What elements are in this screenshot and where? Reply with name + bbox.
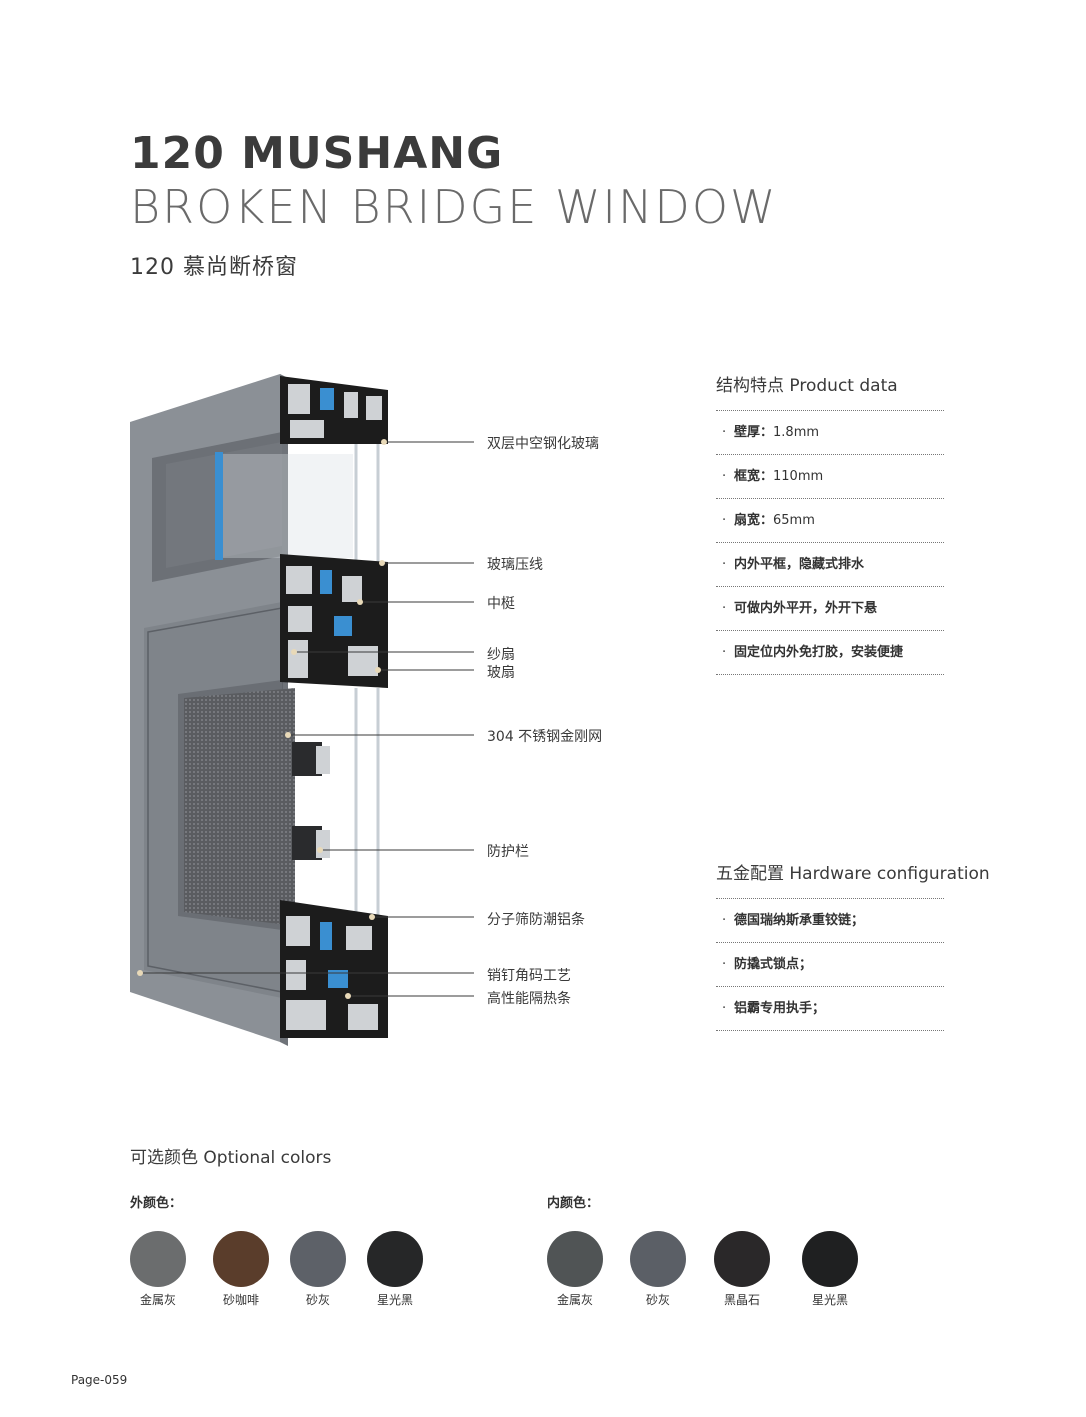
inner-swatch-label: 砂灰 bbox=[645, 1293, 670, 1307]
inner-swatch-sand-gray bbox=[630, 1231, 686, 1287]
product-data-title: 结构特点 Product data bbox=[716, 376, 898, 396]
outer-swatch-metal-gray bbox=[130, 1231, 186, 1287]
list-item: ·扇宽：65mm bbox=[716, 499, 944, 543]
inner-swatch-label: 星光黑 bbox=[811, 1293, 848, 1307]
colors-title: 可选颜色 Optional colors bbox=[130, 1148, 332, 1168]
outer-swatch-label: 砂咖啡 bbox=[222, 1293, 259, 1307]
list-item: ·德国瑞纳斯承重铰链； bbox=[716, 899, 944, 943]
callout-steel-mesh: 304 不锈钢金刚网 bbox=[487, 729, 603, 745]
callout-mullion: 中梃 bbox=[487, 596, 515, 612]
outer-swatch-label: 金属灰 bbox=[139, 1293, 176, 1307]
list-item: ·铝霸专用执手； bbox=[716, 987, 944, 1031]
inner-swatch-label: 黑晶石 bbox=[723, 1293, 760, 1307]
outer-swatch-star-black bbox=[367, 1231, 423, 1287]
callout-spacer-bar: 分子筛防潮铝条 bbox=[487, 912, 585, 928]
product-data-list: ·壁厚：1.8mm ·框宽：110mm ·扇宽：65mm ·内外平框，隐藏式排水… bbox=[716, 410, 944, 675]
product-data-panel: 结构特点 Product data ·壁厚：1.8mm ·框宽：110mm ·扇… bbox=[716, 371, 944, 675]
callout-glass-sash: 玻扇 bbox=[487, 665, 515, 681]
inner-swatch-metal-gray bbox=[547, 1231, 603, 1287]
hardware-title: 五金配置 Hardware configuration bbox=[716, 864, 990, 884]
list-item: ·防撬式锁点； bbox=[716, 943, 944, 987]
list-item: ·框宽：110mm bbox=[716, 455, 944, 499]
page-title-chinese: 120 慕尚断桥窗 bbox=[130, 255, 298, 280]
outer-color-label: 外颜色： bbox=[130, 1196, 183, 1211]
outer-swatch-label: 星光黑 bbox=[376, 1293, 413, 1307]
callout-pin-corner: 销钉角码工艺 bbox=[487, 968, 571, 984]
list-item: ·壁厚：1.8mm bbox=[716, 411, 944, 455]
inner-swatch-black-crystal bbox=[714, 1231, 770, 1287]
hardware-panel: 五金配置 Hardware configuration ·德国瑞纳斯承重铰链； … bbox=[716, 859, 990, 1031]
callout-double-glass: 双层中空钢化玻璃 bbox=[487, 436, 599, 452]
callout-glass-bead: 玻璃压线 bbox=[487, 557, 543, 573]
list-item: ·内外平框，隐藏式排水 bbox=[716, 543, 944, 587]
outer-swatch-sand-coffee bbox=[213, 1231, 269, 1287]
inner-swatch-star-black bbox=[802, 1231, 858, 1287]
inner-swatch-label: 金属灰 bbox=[556, 1293, 593, 1307]
callout-screen-sash: 纱扇 bbox=[487, 647, 515, 663]
page-number: Page-059 bbox=[71, 1373, 128, 1387]
callout-guard-bar: 防护栏 bbox=[487, 844, 529, 860]
page-subtitle: BROKEN BRIDGE WINDOW bbox=[130, 180, 778, 234]
list-item: ·固定位内外免打胶，安装便捷 bbox=[716, 631, 944, 675]
outer-swatch-label: 砂灰 bbox=[305, 1293, 330, 1307]
inner-color-label: 内颜色： bbox=[547, 1196, 600, 1211]
page-title: 120 MUSHANG bbox=[130, 128, 504, 179]
callout-thermal-strip: 高性能隔热条 bbox=[487, 991, 571, 1007]
hardware-list: ·德国瑞纳斯承重铰链； ·防撬式锁点； ·铝霸专用执手； bbox=[716, 898, 944, 1031]
outer-swatch-sand-gray bbox=[290, 1231, 346, 1287]
list-item: ·可做内外平开，外开下悬 bbox=[716, 587, 944, 631]
window-section-illustration bbox=[130, 374, 474, 1046]
